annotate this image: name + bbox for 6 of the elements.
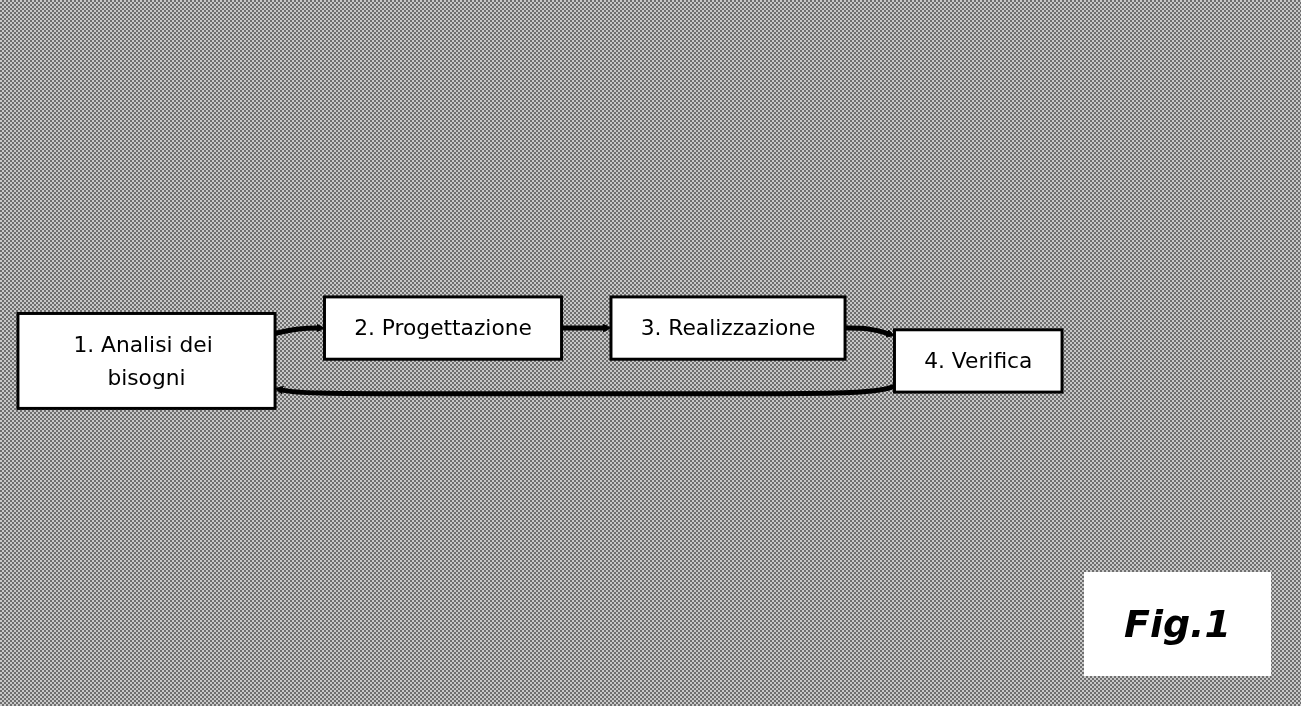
node-box: 2. Progettazione [323, 295, 564, 362]
figure-label: Fig.1 [1083, 572, 1271, 676]
arrow [845, 325, 895, 338]
node-box: 3. Realizzazione [609, 295, 847, 362]
node-box: 4. Verifica [893, 328, 1064, 394]
node-box: 1. Analisi dei bisogni [16, 312, 277, 411]
